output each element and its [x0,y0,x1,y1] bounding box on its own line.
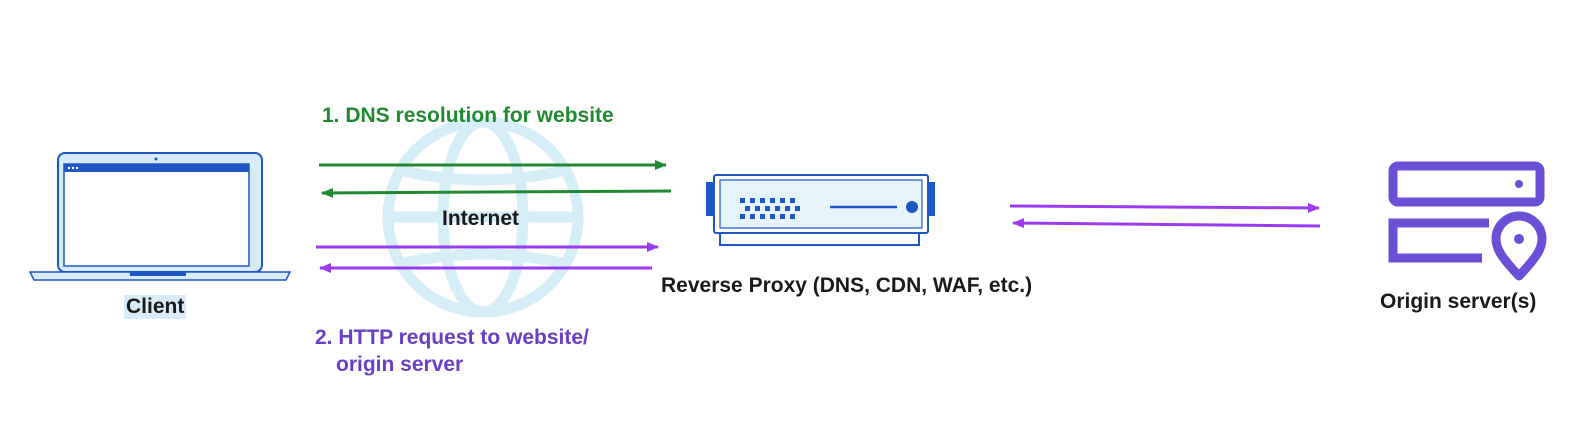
dns-response-arrow [321,187,672,198]
client-label: Client [124,295,187,319]
dns-step-label: 1. DNS resolution for website [322,104,614,127]
http-step-line1: 2. HTTP request to website/ [315,326,589,349]
proxy-label: Reverse Proxy (DNS, CDN, WAF, etc.) [661,274,1033,297]
globe-icon [382,116,584,318]
origin-server-icon [1388,161,1547,281]
proxy-to-origin-arrow [1009,202,1320,213]
laptop-icon [28,152,292,281]
origin-label: Origin server(s) [1380,290,1537,313]
internet-label: Internet [442,207,520,230]
proxy-server-icon [706,174,935,246]
origin-to-proxy-arrow [1012,218,1321,229]
http-step-line2: origin server [336,353,464,376]
http-step-label: 2. HTTP request to website/ origin serve… [315,324,589,378]
